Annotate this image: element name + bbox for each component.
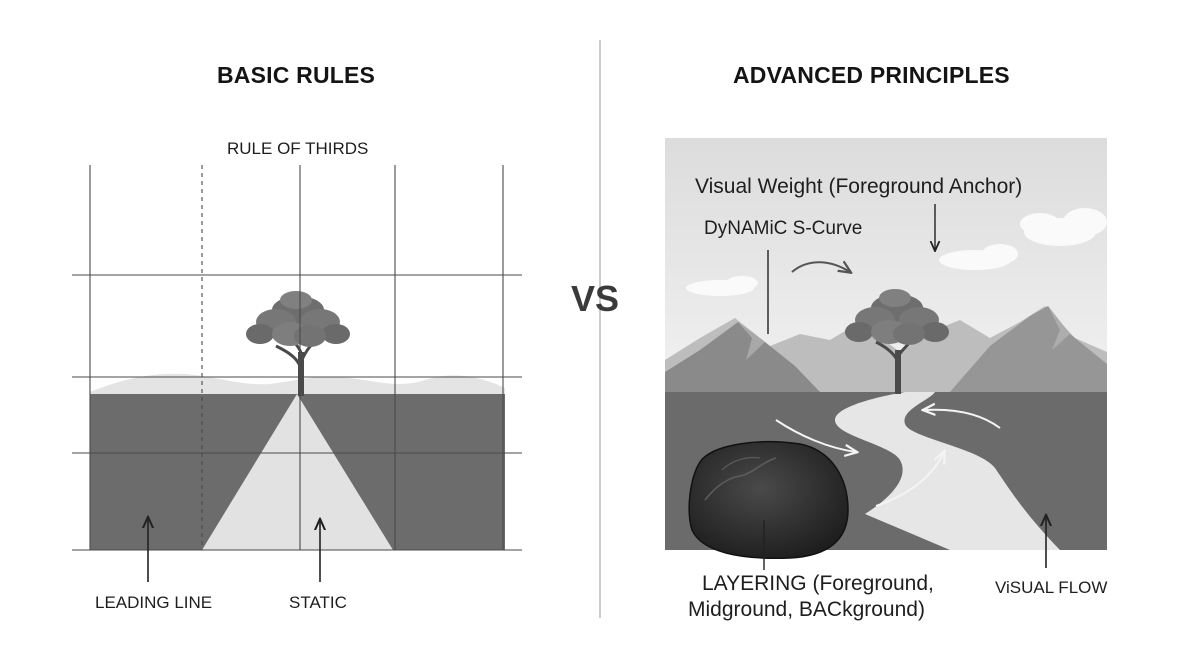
layering-label-line1: LAYERING (Foreground, bbox=[702, 572, 934, 595]
visual-weight-label: Visual Weight (Foreground Anchor) bbox=[695, 175, 1023, 198]
rule-of-thirds-title: RULE OF THIRDS bbox=[227, 139, 369, 158]
s-curve-road bbox=[835, 392, 1060, 550]
foreground-rock bbox=[688, 441, 849, 560]
s-curve-label: DyNAMiC S-Curve bbox=[704, 218, 863, 239]
flow-arrow-left bbox=[775, 419, 856, 452]
static-label: STATIC bbox=[289, 593, 347, 612]
flow-arrow-sky bbox=[791, 262, 850, 272]
right-tree bbox=[845, 289, 949, 394]
basic-rules-heading: BASIC RULES bbox=[217, 62, 376, 88]
clouds bbox=[686, 208, 1107, 296]
vs-label: VS bbox=[571, 278, 620, 319]
rule-of-thirds-grid bbox=[72, 165, 522, 551]
advanced-principles-heading: ADVANCED PRINCIPLES bbox=[733, 62, 1010, 88]
left-hills bbox=[90, 373, 505, 396]
near-mountains-right bbox=[950, 306, 1107, 392]
visual-flow-label: ViSUAL FLOW bbox=[995, 578, 1108, 597]
left-illustration bbox=[72, 165, 522, 582]
leading-line-label: LEADING LINE bbox=[95, 593, 213, 612]
near-mountains bbox=[665, 322, 820, 392]
right-illustration bbox=[665, 138, 1107, 570]
layering-label-line2: Midground, BACkground) bbox=[688, 598, 925, 621]
flow-arrow-right bbox=[924, 410, 1001, 429]
flow-arrow-bottom bbox=[875, 452, 944, 507]
left-road bbox=[202, 394, 393, 550]
